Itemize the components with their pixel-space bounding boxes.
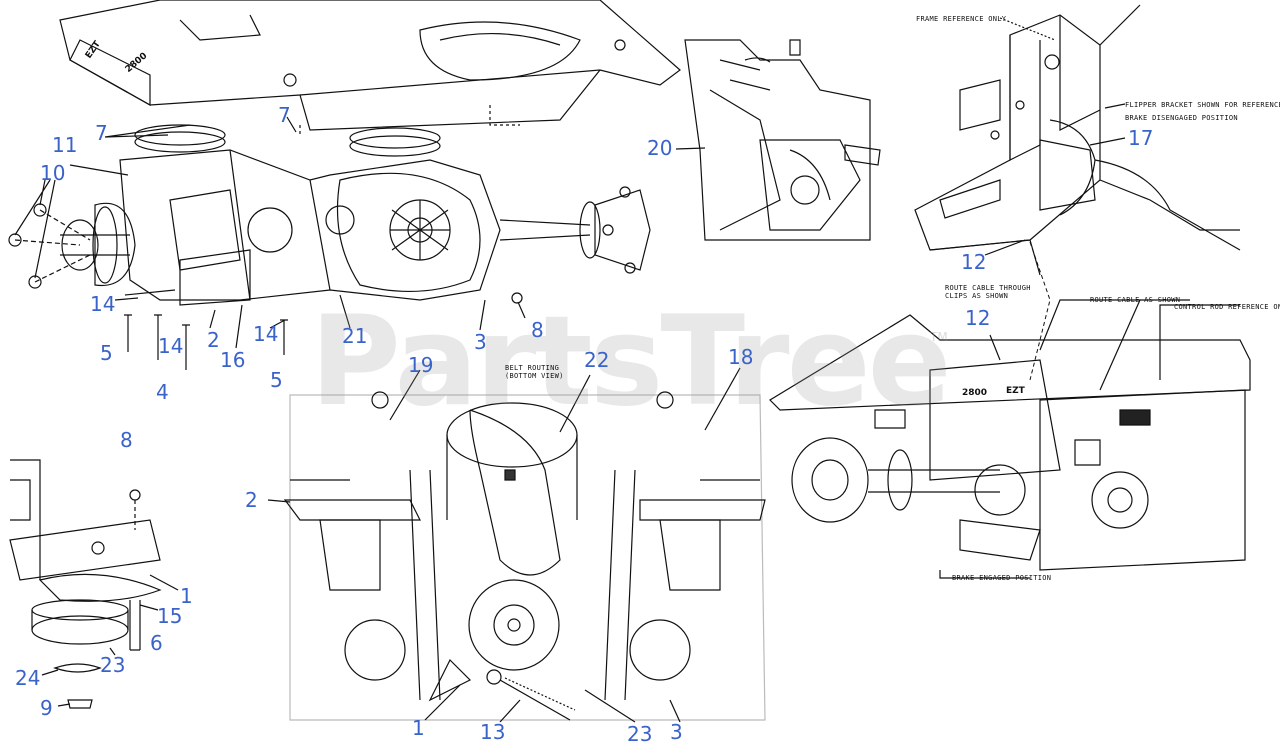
note-route-cable-shown: ROUTE CABLE AS SHOWN	[1090, 296, 1181, 304]
belt-routing-view	[267, 367, 766, 723]
callout-9[interactable]: 9	[40, 696, 53, 720]
callout-22[interactable]: 22	[584, 348, 610, 372]
callout-14-b[interactable]: 14	[158, 334, 184, 358]
callout-20[interactable]: 20	[647, 136, 673, 160]
callout-8-b[interactable]: 8	[120, 428, 133, 452]
frame-brand-ezt-right: EZT	[1006, 386, 1025, 396]
callout-6[interactable]: 6	[150, 631, 163, 655]
partstree-watermark: PartsTree	[310, 290, 952, 434]
callout-23-b[interactable]: 23	[627, 722, 653, 746]
callout-24[interactable]: 24	[15, 666, 41, 690]
note-control-rod: CONTROL ROD REFERENCE ONLY	[1174, 303, 1280, 311]
frame-brand-2800-right: 2800	[962, 388, 988, 398]
callout-4[interactable]: 4	[156, 380, 169, 404]
callout-8[interactable]: 8	[531, 318, 544, 342]
callout-18[interactable]: 18	[728, 345, 754, 369]
callout-16[interactable]: 16	[220, 348, 246, 372]
callout-3[interactable]: 3	[474, 330, 487, 354]
callout-3-b[interactable]: 3	[670, 720, 683, 744]
note-bottom-view: (BOTTOM VIEW)	[505, 372, 564, 380]
note-flipper-bracket: FLIPPER BRACKET SHOWN FOR REFERENCE ONLY	[1125, 101, 1280, 109]
note-belt-routing: BELT ROUTING	[505, 364, 560, 372]
idler-pulley-detail	[9, 459, 179, 709]
brake-bracket-view	[914, 4, 1241, 276]
callout-14[interactable]: 14	[90, 292, 116, 316]
callout-1-b[interactable]: 1	[412, 716, 425, 740]
brake-engaged-view	[769, 299, 1251, 579]
callout-7[interactable]: 7	[95, 121, 108, 145]
transaxle-assembly-view	[8, 0, 681, 370]
note-brake-engaged: BRAKE ENGAGED POSITION	[952, 574, 1052, 582]
callout-11[interactable]: 11	[52, 133, 78, 157]
callout-12[interactable]: 12	[961, 250, 987, 274]
callout-1[interactable]: 1	[180, 584, 193, 608]
callout-2[interactable]: 2	[207, 328, 220, 352]
callout-2-b[interactable]: 2	[245, 488, 258, 512]
callout-17[interactable]: 17	[1128, 126, 1154, 150]
callout-12-b[interactable]: 12	[965, 306, 991, 330]
callout-5-b[interactable]: 5	[270, 368, 283, 392]
note-brake-disengaged: BRAKE DISENGAGED POSITION	[1125, 114, 1238, 122]
note-route-clips-line2: CLIPS AS SHOWN	[945, 292, 1009, 300]
callout-10[interactable]: 10	[40, 161, 66, 185]
callout-23[interactable]: 23	[100, 653, 126, 677]
cable-detail-view	[675, 39, 881, 241]
callout-7-b[interactable]: 7	[278, 103, 291, 127]
callout-21[interactable]: 21	[342, 324, 368, 348]
callout-13[interactable]: 13	[480, 720, 506, 744]
callout-15[interactable]: 15	[157, 604, 183, 628]
callout-5[interactable]: 5	[100, 341, 113, 365]
callout-19[interactable]: 19	[408, 353, 434, 377]
callout-14-c[interactable]: 14	[253, 322, 279, 346]
watermark-trademark: TM	[930, 330, 948, 344]
note-frame-reference: FRAME REFERENCE ONLY	[916, 15, 1007, 23]
note-route-clips-line1: ROUTE CABLE THROUGH	[945, 284, 1031, 292]
